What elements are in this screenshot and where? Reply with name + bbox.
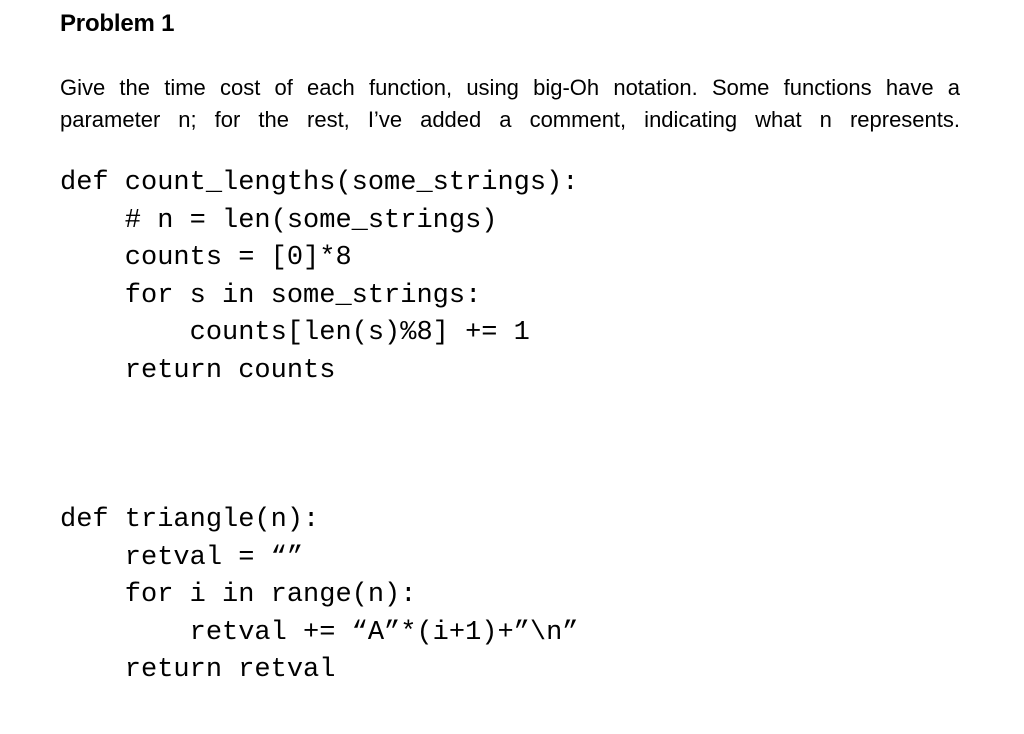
code-line: retval += “A”*(i+1)+”\n” <box>60 617 579 648</box>
code-line: def triangle(n): <box>60 505 320 535</box>
code-line: # n = len(some_strings) <box>60 205 498 236</box>
code-block-count-lengths: def count_lengths(some_strings): # n = l… <box>60 165 578 390</box>
problem-prompt-text: Give the time cost of each function, usi… <box>60 75 960 132</box>
code-line: def count_lengths(some_strings): <box>60 168 579 198</box>
page-title: Problem 1 <box>60 10 175 37</box>
code-line: counts[len(s)%8] += 1 <box>60 318 530 348</box>
document-page: Problem 1 Give the time cost of each fun… <box>60 0 960 734</box>
code-line: for i in range(n): <box>60 580 417 610</box>
code-line: retval = “” <box>60 542 304 573</box>
code-line: return retval <box>60 655 336 685</box>
code-line: for s in some_strings: <box>60 280 482 311</box>
code-line: counts = [0]*8 <box>60 243 352 273</box>
code-line: return counts <box>60 355 336 386</box>
code-block-triangle: def triangle(n): retval = “” for i in ra… <box>60 502 578 690</box>
